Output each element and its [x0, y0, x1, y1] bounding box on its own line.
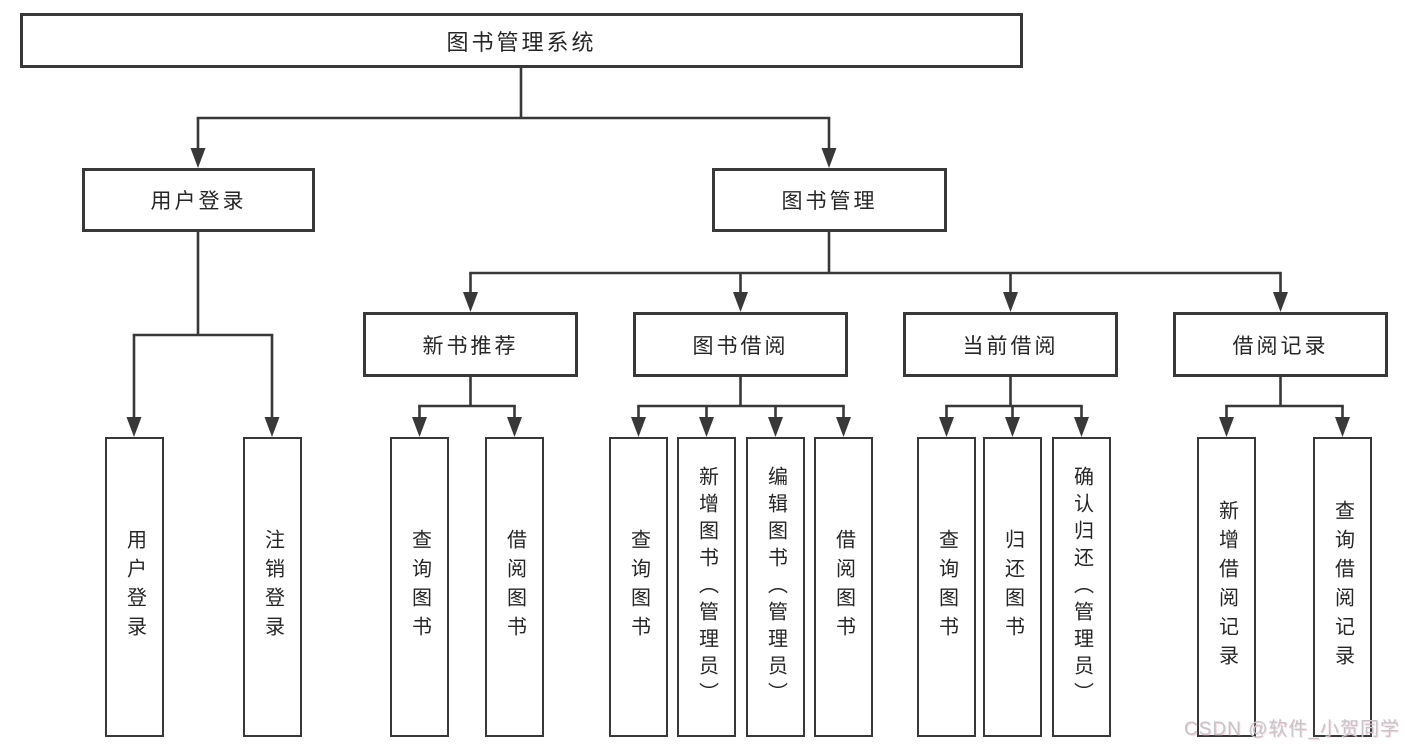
- node-borrow-records-label: 借阅记录: [1232, 334, 1329, 358]
- node-leaf-logout-label: 注销登录: [261, 529, 284, 645]
- connector-root-to-level2: [190, 68, 837, 168]
- node-leaf-query-books-current: 查询图书: [917, 437, 976, 737]
- node-leaf-add-borrow-record: 新增借阅记录: [1197, 437, 1256, 737]
- node-leaf-user-login-label: 用户登录: [123, 529, 146, 645]
- node-current-borrow-label: 当前借阅: [962, 334, 1059, 358]
- node-leaf-query-borrow-record: 查询借阅记录: [1313, 437, 1372, 737]
- node-leaf-query-books-borrow: 查询图书: [609, 437, 668, 737]
- node-book-borrow-label: 图书借阅: [692, 334, 789, 358]
- node-leaf-query-borrow-record-label: 查询借阅记录: [1331, 500, 1354, 674]
- node-leaf-edit-book-admin-label: 编辑图书（管理员）: [764, 465, 787, 709]
- node-current-borrow: 当前借阅: [903, 312, 1118, 377]
- node-leaf-confirm-return-admin-label: 确认归还（管理员）: [1070, 465, 1093, 709]
- node-leaf-borrow-books-label: 借阅图书: [832, 529, 855, 645]
- node-leaf-logout: 注销登录: [243, 437, 302, 737]
- node-borrow-records: 借阅记录: [1173, 312, 1388, 377]
- connector-borrow-records-to-leaves: [1219, 377, 1350, 437]
- connector-new-book-to-leaves: [412, 377, 522, 437]
- node-leaf-add-book-admin-label: 新增图书（管理员）: [695, 465, 718, 709]
- node-leaf-query-books-recommend: 查询图书: [390, 437, 449, 737]
- node-book-borrow: 图书借阅: [633, 312, 848, 377]
- node-leaf-query-books-recommend-label: 查询图书: [408, 529, 431, 645]
- node-leaf-add-borrow-record-label: 新增借阅记录: [1215, 500, 1238, 674]
- node-new-book-recommend-label: 新书推荐: [422, 334, 519, 358]
- node-leaf-borrow-books: 借阅图书: [814, 437, 873, 737]
- node-root-label: 图书管理系统: [446, 29, 597, 55]
- node-leaf-add-book-admin: 新增图书（管理员）: [677, 437, 736, 737]
- node-leaf-query-books-current-label: 查询图书: [935, 529, 958, 645]
- connector-user-login-to-leaves: [126, 232, 280, 437]
- node-leaf-return-book: 归还图书: [983, 437, 1042, 737]
- node-user-login-label: 用户登录: [150, 190, 247, 213]
- node-leaf-query-books-borrow-label: 查询图书: [627, 529, 650, 645]
- node-leaf-confirm-return-admin: 确认归还（管理员）: [1052, 437, 1111, 737]
- node-new-book-recommend: 新书推荐: [363, 312, 578, 377]
- csdn-watermark: CSDN @软件_小贺同学: [1184, 719, 1400, 740]
- node-leaf-user-login: 用户登录: [105, 437, 164, 737]
- node-leaf-edit-book-admin: 编辑图书（管理员）: [746, 437, 805, 737]
- node-leaf-borrow-books-recommend-label: 借阅图书: [503, 529, 526, 645]
- node-user-login: 用户登录: [82, 168, 315, 232]
- connector-current-borrow-to-leaves: [939, 377, 1089, 437]
- node-root: 图书管理系统: [20, 13, 1023, 68]
- connector-book-borrow-to-leaves: [631, 377, 851, 437]
- node-book-management: 图书管理: [712, 168, 947, 232]
- node-leaf-borrow-books-recommend: 借阅图书: [485, 437, 544, 737]
- node-book-management-label: 图书管理: [781, 190, 878, 213]
- connector-book-management-to-level3: [463, 232, 1288, 312]
- node-leaf-return-book-label: 归还图书: [1001, 529, 1024, 645]
